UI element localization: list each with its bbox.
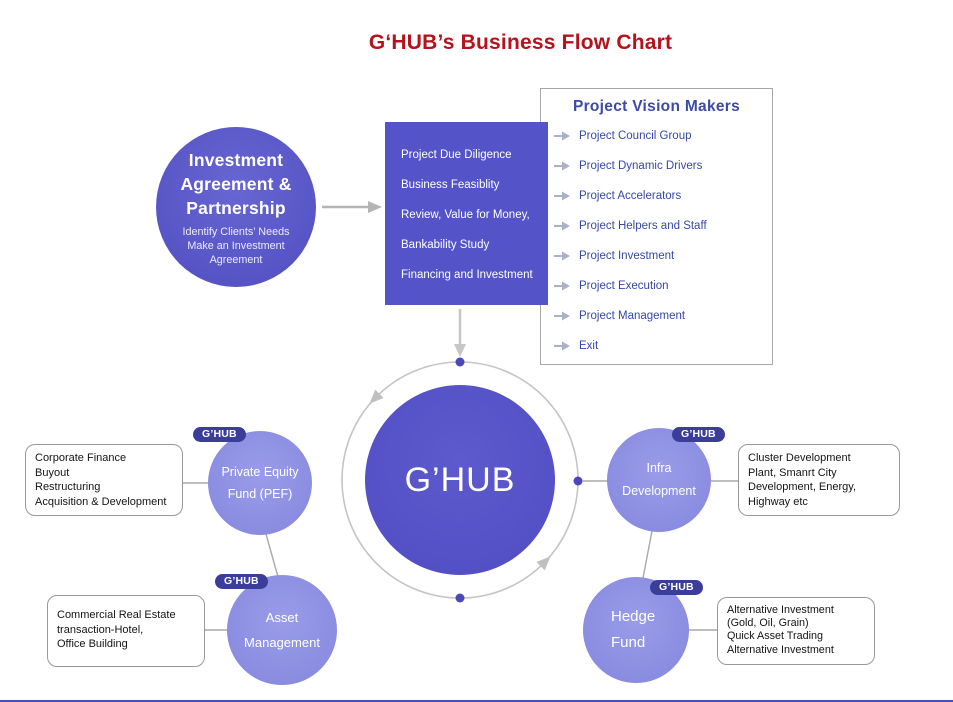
- arrow-right-icon: [554, 131, 570, 141]
- info-line: Alternative Investment: [727, 643, 834, 656]
- infra-development-label-line: Infra: [646, 461, 672, 475]
- investment-heading: Investment Agreement & Partnership: [156, 148, 316, 220]
- vision-item: Project Helpers and Staff: [541, 211, 772, 241]
- arrow-right-icon: [554, 191, 570, 201]
- vision-item-label: Project Accelerators: [579, 190, 682, 202]
- vision-item: Exit: [541, 331, 772, 361]
- ghub-center-label: G’HUB: [404, 460, 516, 499]
- process-step: Financing and Investment: [401, 269, 533, 281]
- info-line: Office Building: [57, 638, 128, 650]
- investment-subtext: Identify Clients’ Needs Make an Investme…: [156, 225, 316, 267]
- vision-item: Project Dynamic Drivers: [541, 151, 772, 181]
- bottom-divider: [0, 700, 953, 702]
- info-line: Buyout: [35, 466, 70, 479]
- process-step: Business Feasiblity: [401, 179, 500, 191]
- vision-makers-title: Project Vision Makers: [572, 98, 741, 115]
- arrow-right-icon: [554, 251, 570, 261]
- vision-makers-list: Project Council Group Project Dynamic Dr…: [541, 121, 772, 361]
- vision-item-label: Exit: [579, 340, 599, 352]
- project-vision-makers-panel: Project Vision Makers Project Council Gr…: [540, 88, 773, 365]
- arrow-down-icon: [454, 309, 466, 357]
- arrow-right-icon: [554, 161, 570, 171]
- vision-item: Project Accelerators: [541, 181, 772, 211]
- process-step: Bankability Study: [401, 239, 490, 251]
- arrow-right-icon: [554, 221, 570, 231]
- arrow-right-icon: [554, 281, 570, 291]
- investment-agreement-circle: Investment Agreement & Partnership Ident…: [156, 127, 316, 287]
- vision-item-label: Project Management: [579, 310, 686, 322]
- info-line: Plant, Smanrt City: [748, 466, 837, 479]
- info-line: Cluster Development: [748, 452, 851, 464]
- investment-heading-line: Agreement &: [180, 174, 292, 194]
- asset-management-label-line: Management: [244, 635, 320, 650]
- private-equity-label-line: Private Equity: [221, 465, 299, 479]
- hedge-fund-label-line: Fund: [611, 634, 646, 651]
- vision-item-label: Project Helpers and Staff: [579, 220, 707, 232]
- investment-sub-line: Make an Investment: [187, 240, 285, 252]
- due-diligence-box: Project Due Diligence Business Feasiblit…: [385, 122, 548, 305]
- asset-management-label-line: Asset: [265, 610, 299, 625]
- vision-item-label: Project Execution: [579, 280, 669, 292]
- ghub-badge-asset: G’HUB: [215, 574, 268, 589]
- ring-dot: [455, 593, 465, 603]
- info-line: Commercial Real Estate: [57, 609, 176, 621]
- vision-item-label: Project Investment: [579, 250, 675, 262]
- vision-item: Project Execution: [541, 271, 772, 301]
- investment-heading-line: Investment: [188, 150, 284, 170]
- cycle-arrowhead-icon: [536, 556, 551, 571]
- ghub-center-circle: G’HUB: [365, 385, 555, 575]
- alternative-investment-box: Alternative Investment (Gold, Oil, Grain…: [717, 597, 875, 665]
- vision-item: Project Management: [541, 301, 772, 331]
- vision-item: Project Council Group: [541, 121, 772, 151]
- ring-dot: [573, 476, 583, 486]
- connector: [642, 530, 653, 579]
- arrow-right-icon: [554, 311, 570, 321]
- investment-sub-line: Agreement: [209, 254, 263, 266]
- arrow-right-icon: [322, 201, 382, 213]
- connector: [265, 533, 279, 578]
- process-step: Review, Value for Money,: [401, 209, 530, 221]
- info-line: Acquisition & Development: [35, 495, 167, 508]
- info-line: (Gold, Oil, Grain): [727, 617, 809, 630]
- ring-dot: [455, 357, 465, 367]
- corporate-finance-box: Corporate Finance Buyout Restructuring A…: [25, 444, 183, 516]
- private-equity-circle: Private Equity Fund (PEF): [208, 431, 312, 535]
- cluster-development-box: Cluster Development Plant, Smanrt City D…: [738, 444, 900, 516]
- info-line: transaction-Hotel,: [57, 623, 144, 636]
- info-line: Restructuring: [35, 481, 101, 493]
- commercial-real-estate-box: Commercial Real Estate transaction-Hotel…: [47, 595, 205, 667]
- infra-development-label-line: Development: [622, 484, 696, 498]
- process-step: Project Due Diligence: [401, 149, 512, 161]
- info-line: Corporate Finance: [35, 452, 127, 464]
- cycle-arrowhead-icon: [369, 389, 384, 404]
- asset-management-circle: Asset Management: [227, 575, 337, 685]
- vision-item: Project Investment: [541, 241, 772, 271]
- arrow-right-icon: [554, 341, 570, 351]
- ghub-badge-hedge: G’HUB: [650, 580, 703, 595]
- ghub-badge-infra: G’HUB: [672, 427, 725, 442]
- hedge-fund-label-line: Hedge: [611, 608, 656, 625]
- info-line: Development, Energy,: [748, 481, 857, 493]
- investment-sub-line: Identify Clients’ Needs: [182, 226, 290, 238]
- page-title: G‘HUB’s Business Flow Chart: [368, 31, 673, 54]
- private-equity-label-line: Fund (PEF): [227, 487, 293, 501]
- vision-item-label: Project Dynamic Drivers: [579, 160, 703, 172]
- investment-heading-line: Partnership: [186, 198, 286, 218]
- vision-item-label: Project Council Group: [579, 130, 692, 142]
- infra-development-circle: Infra Development: [607, 428, 711, 532]
- info-line: Highway etc: [748, 495, 808, 508]
- info-line: Quick Asset Trading: [727, 630, 824, 643]
- ghub-badge-pef: G’HUB: [193, 427, 246, 442]
- info-line: Alternative Investment: [727, 604, 834, 616]
